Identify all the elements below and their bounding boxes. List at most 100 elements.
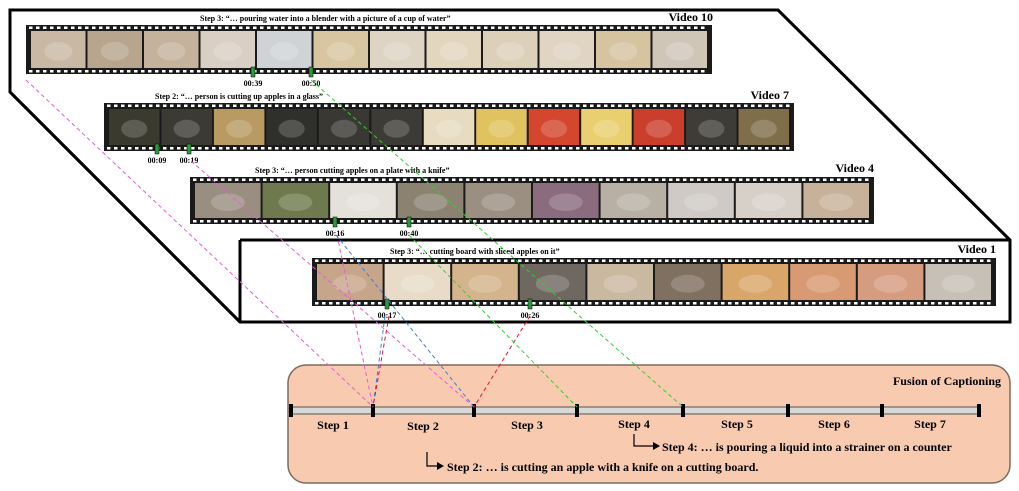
video-frame-thumbnail bbox=[600, 183, 667, 218]
fusion-title: Fusion of Captioning bbox=[893, 374, 1001, 388]
sprocket-hole bbox=[431, 220, 435, 223]
sprocket-hole bbox=[889, 302, 893, 305]
sprocket-hole bbox=[576, 104, 580, 107]
sprocket-hole bbox=[851, 220, 855, 223]
timeline-step-label: Step 7 bbox=[914, 417, 946, 431]
sprocket-hole bbox=[232, 26, 236, 29]
sprocket-hole bbox=[700, 302, 704, 305]
sprocket-hole bbox=[781, 178, 785, 181]
sprocket-hole bbox=[403, 178, 407, 181]
sprocket-hole bbox=[365, 26, 369, 29]
sprocket-hole bbox=[113, 26, 117, 29]
sprocket-hole bbox=[298, 220, 302, 223]
sprocket-hole bbox=[345, 104, 349, 107]
sprocket-hole bbox=[228, 220, 232, 223]
sprocket-hole bbox=[359, 147, 363, 150]
sprocket-hole bbox=[725, 220, 729, 223]
sprocket-holes bbox=[193, 178, 869, 223]
sprocket-hole bbox=[156, 104, 160, 107]
sprocket-hole bbox=[429, 147, 433, 150]
sprocket-hole bbox=[200, 178, 204, 181]
timestamp-marker bbox=[154, 143, 160, 155]
sprocket-hole bbox=[427, 259, 431, 262]
sprocket-hole bbox=[550, 178, 554, 181]
sprocket-hole bbox=[505, 70, 509, 73]
sprocket-hole bbox=[392, 259, 396, 262]
sprocket-hole bbox=[624, 26, 628, 29]
sprocket-hole bbox=[284, 178, 288, 181]
sprocket-hole bbox=[413, 302, 417, 305]
sprocket-hole bbox=[480, 178, 484, 181]
sprocket-hole bbox=[417, 220, 421, 223]
sprocket-hole bbox=[882, 302, 886, 305]
sprocket-hole bbox=[225, 26, 229, 29]
sprocket-hole bbox=[424, 178, 428, 181]
sprocket-hole bbox=[352, 104, 356, 107]
sprocket-hole bbox=[247, 147, 251, 150]
sprocket-hole bbox=[473, 220, 477, 223]
sprocket-hole bbox=[288, 26, 292, 29]
frame-content-shape bbox=[488, 119, 515, 138]
sprocket-hole bbox=[562, 147, 566, 150]
sprocket-hole bbox=[113, 70, 117, 73]
sprocket-hole bbox=[604, 104, 608, 107]
sprocket-hole bbox=[917, 302, 921, 305]
sprocket-hole bbox=[499, 104, 503, 107]
sprocket-hole bbox=[317, 147, 321, 150]
sprocket-hole bbox=[312, 178, 316, 181]
video-frame-thumbnail bbox=[722, 264, 789, 300]
sprocket-hole bbox=[190, 26, 194, 29]
sprocket-hole bbox=[648, 178, 652, 181]
video-frame-thumbnail bbox=[109, 109, 160, 145]
sprocket-hole bbox=[487, 178, 491, 181]
sprocket-hole bbox=[625, 147, 629, 150]
sprocket-hole bbox=[121, 147, 125, 150]
sprocket-hole bbox=[225, 70, 229, 73]
sprocket-hole bbox=[865, 220, 869, 223]
sprocket-hole bbox=[239, 26, 243, 29]
sprocket-hole bbox=[746, 220, 750, 223]
sprocket-hole bbox=[464, 104, 468, 107]
sprocket-hole bbox=[473, 178, 477, 181]
video-frame-thumbnail bbox=[426, 31, 481, 68]
sprocket-hole bbox=[554, 26, 558, 29]
sprocket-hole bbox=[875, 259, 879, 262]
sprocket-hole bbox=[114, 104, 118, 107]
sprocket-hole bbox=[469, 302, 473, 305]
sprocket-hole bbox=[840, 259, 844, 262]
sprocket-hole bbox=[903, 259, 907, 262]
sprocket-hole bbox=[772, 104, 776, 107]
sprocket-hole bbox=[868, 302, 872, 305]
sprocket-hole bbox=[43, 70, 47, 73]
sprocket-hole bbox=[193, 220, 197, 223]
sprocket-hole bbox=[414, 26, 418, 29]
sprocket-hole bbox=[687, 26, 691, 29]
sprocket-hole bbox=[753, 178, 757, 181]
sprocket-hole bbox=[512, 70, 516, 73]
sprocket-hole bbox=[697, 220, 701, 223]
sprocket-hole bbox=[211, 26, 215, 29]
sprocket-hole bbox=[774, 220, 778, 223]
sprocket-hole bbox=[639, 104, 643, 107]
video-strip-3: Step 3: “… person cutting apples on a pl… bbox=[190, 161, 874, 238]
sprocket-hole bbox=[858, 178, 862, 181]
sprocket-hole bbox=[485, 147, 489, 150]
sprocket-hole bbox=[665, 259, 669, 262]
sprocket-hole bbox=[606, 178, 610, 181]
sprocket-hole bbox=[142, 104, 146, 107]
sprocket-hole bbox=[805, 259, 809, 262]
sprocket-hole bbox=[683, 220, 687, 223]
sprocket-hole bbox=[651, 302, 655, 305]
sprocket-hole bbox=[588, 302, 592, 305]
sprocket-hole bbox=[896, 302, 900, 305]
sprocket-hole bbox=[408, 104, 412, 107]
fusion-caption-step-4: Step 4: … is pouring a liquid into a str… bbox=[662, 440, 952, 454]
sprocket-hole bbox=[226, 147, 230, 150]
sprocket-hole bbox=[688, 104, 692, 107]
sprocket-hole bbox=[386, 70, 390, 73]
sprocket-hole bbox=[282, 104, 286, 107]
sprocket-hole bbox=[176, 70, 180, 73]
sprocket-hole bbox=[680, 70, 684, 73]
sprocket-hole bbox=[765, 147, 769, 150]
